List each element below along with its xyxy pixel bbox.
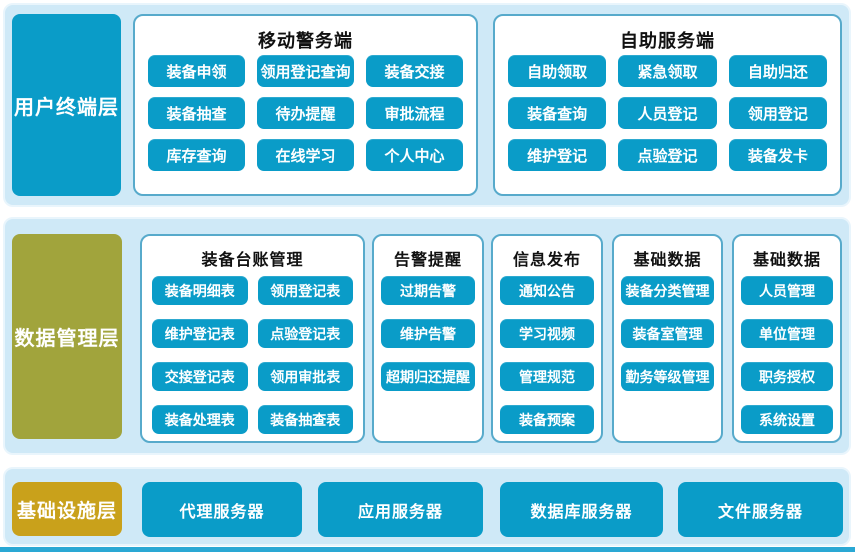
layer-label-user-terminal: 用户终端层	[12, 14, 121, 196]
layer-panel-user-terminal: 用户终端层 移动警务端 装备申领 领用登记查询 装备交接 装备抽查 待办提醒 审…	[3, 3, 851, 207]
module-button: 装备查询	[508, 97, 607, 129]
server-box-file: 文件服务器	[678, 482, 843, 537]
button-grid: 通知公告 学习视频 管理规范 装备预案	[493, 266, 601, 434]
layer-label-infrastructure: 基础设施层	[12, 482, 122, 536]
module-button: 学习视频	[500, 319, 594, 348]
group-title: 移动警务端	[258, 31, 353, 51]
module-button: 审批流程	[366, 97, 463, 129]
group-title: 告警提醒	[393, 252, 462, 269]
module-button: 库存查询	[148, 139, 245, 171]
module-button: 装备抽查	[148, 97, 245, 129]
module-button: 领用登记表	[257, 276, 353, 305]
group-mobile-police-client: 移动警务端 装备申领 领用登记查询 装备交接 装备抽查 待办提醒 审批流程 库存…	[133, 14, 478, 196]
button-grid: 自助领取 紧急领取 自助归还 装备查询 人员登记 领用登记 维护登记 点验登记 …	[495, 49, 840, 171]
module-button: 人员管理	[741, 276, 833, 305]
module-button: 装备发卡	[728, 139, 827, 171]
group-info-publishing: 信息发布 通知公告 学习视频 管理规范 装备预案	[491, 234, 603, 443]
button-grid: 过期告警 维护告警 超期归还提醒	[374, 266, 482, 391]
module-button: 单位管理	[741, 319, 833, 348]
module-button: 维护告警	[381, 319, 475, 348]
button-grid: 装备分类管理 装备室管理 勤务等级管理	[614, 266, 721, 391]
module-button: 点验登记表	[257, 319, 353, 348]
module-button: 自助领取	[508, 55, 607, 87]
module-button: 过期告警	[381, 276, 475, 305]
server-box-proxy: 代理服务器	[142, 482, 302, 537]
module-button: 待办提醒	[257, 97, 354, 129]
module-button: 管理规范	[500, 362, 594, 391]
module-button: 维护登记表	[152, 319, 248, 348]
button-grid: 装备明细表 领用登记表 维护登记表 点验登记表 交接登记表 领用审批表 装备处理…	[142, 266, 363, 434]
group-basic-data-1: 基础数据 装备分类管理 装备室管理 勤务等级管理	[612, 234, 723, 443]
module-button: 装备分类管理	[621, 276, 714, 305]
module-button: 装备抽查表	[257, 405, 353, 434]
button-grid: 人员管理 单位管理 职务授权 系统设置	[734, 266, 840, 434]
module-button: 人员登记	[618, 97, 717, 129]
module-button: 个人中心	[366, 139, 463, 171]
layer-label-data-management: 数据管理层	[12, 234, 122, 439]
module-button: 装备室管理	[621, 319, 714, 348]
module-button: 在线学习	[257, 139, 354, 171]
button-grid: 装备申领 领用登记查询 装备交接 装备抽查 待办提醒 审批流程 库存查询 在线学…	[135, 49, 476, 171]
bottom-accent-bar	[0, 547, 855, 552]
module-button: 领用审批表	[257, 362, 353, 391]
module-button: 装备明细表	[152, 276, 248, 305]
group-title: 基础数据	[633, 252, 702, 269]
module-button: 装备交接	[366, 55, 463, 87]
layer-panel-data-management: 数据管理层 装备台账管理 装备明细表 领用登记表 维护登记表 点验登记表 交接登…	[3, 217, 851, 455]
group-equipment-ledger: 装备台账管理 装备明细表 领用登记表 维护登记表 点验登记表 交接登记表 领用审…	[140, 234, 365, 443]
module-button: 点验登记	[618, 139, 717, 171]
module-button: 系统设置	[741, 405, 833, 434]
module-button: 领用登记查询	[257, 55, 354, 87]
server-box-application: 应用服务器	[318, 482, 483, 537]
layer-panel-infrastructure: 基础设施层 代理服务器 应用服务器 数据库服务器 文件服务器	[3, 467, 851, 546]
module-button: 超期归还提醒	[381, 362, 475, 391]
group-title: 信息发布	[512, 252, 581, 269]
group-self-service-client: 自助服务端 自助领取 紧急领取 自助归还 装备查询 人员登记 领用登记 维护登记…	[493, 14, 842, 196]
group-title: 自助服务端	[620, 31, 715, 51]
module-button: 维护登记	[508, 139, 607, 171]
module-button: 装备处理表	[152, 405, 248, 434]
group-title: 基础数据	[752, 252, 821, 269]
module-button: 通知公告	[500, 276, 594, 305]
group-title: 装备台账管理	[201, 252, 304, 269]
module-button: 装备预案	[500, 405, 594, 434]
module-button: 装备申领	[148, 55, 245, 87]
module-button: 紧急领取	[618, 55, 717, 87]
module-button: 交接登记表	[152, 362, 248, 391]
module-button: 领用登记	[728, 97, 827, 129]
module-button: 勤务等级管理	[621, 362, 714, 391]
module-button: 自助归还	[728, 55, 827, 87]
group-alarm-reminder: 告警提醒 过期告警 维护告警 超期归还提醒	[372, 234, 484, 443]
group-basic-data-2: 基础数据 人员管理 单位管理 职务授权 系统设置	[732, 234, 842, 443]
module-button: 职务授权	[741, 362, 833, 391]
server-box-database: 数据库服务器	[500, 482, 663, 537]
